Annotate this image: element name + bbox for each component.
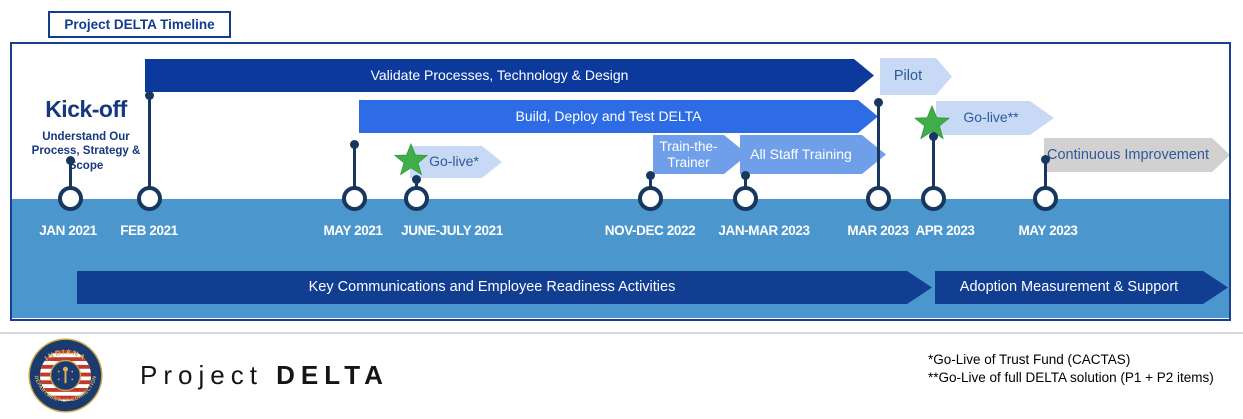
project-name: Project DELTA (140, 360, 389, 391)
footnote-2: **Go-Live of full DELTA solution (P1 + P… (928, 369, 1214, 385)
connector-dot (65, 156, 75, 165)
connector-feb-2021 (147, 95, 151, 192)
connector-dot (740, 171, 750, 180)
bar-adoption-measurement: Adoption Measurement & Support (935, 271, 1228, 304)
connector-dot (411, 175, 421, 184)
kickoff-title: Kick-off (45, 96, 127, 122)
timeline-node-jan-2021 (57, 186, 83, 211)
bar-key-communications: Key Communications and Employee Readines… (77, 271, 932, 304)
timeline-node-feb-2021 (136, 186, 162, 211)
timeline-node-june-july-2021 (403, 186, 429, 211)
bar-validate: Validate Processes, Technology & Design (145, 59, 874, 92)
milestone-jan-mar-2023: JAN-MAR 2023 (718, 223, 810, 238)
connector-dot (928, 132, 938, 141)
footnotes: *Go-Live of Trust Fund (CACTAS) **Go-Liv… (928, 351, 1214, 386)
milestone-feb-2021: FEB 2021 (120, 223, 178, 238)
timeline-node-may-2021 (341, 186, 367, 211)
footer-divider (0, 332, 1243, 334)
connector-may-2023 (1043, 159, 1047, 192)
connector-dot (349, 140, 359, 149)
bar-build: Build, Deploy and Test DELTA (359, 100, 878, 133)
timeline-container: Kick-off Understand Our Process, Strateg… (10, 42, 1231, 321)
bar-train-line2: Trainer (667, 154, 710, 170)
milestone-may-2023: MAY 2023 (1018, 223, 1078, 238)
project-name-bold: DELTA (276, 360, 389, 390)
bar-pilot: Pilot (880, 58, 952, 95)
indiana-doc-seal-logo: INDIANA DEPARTMENT OF CORRECTION (28, 338, 103, 413)
timeline-node-apr-2023 (920, 186, 946, 211)
bar-train-the-trainer: Train-the- Trainer (653, 135, 748, 174)
connector-jan-2021 (68, 160, 72, 192)
connector-apr-2023 (931, 136, 935, 192)
milestone-may-2021: MAY 2021 (323, 223, 383, 238)
connector-may-2021 (352, 144, 356, 192)
connector-dot (1040, 155, 1050, 164)
milestone-nov-dec-2022: NOV-DEC 2022 (604, 223, 696, 238)
timeline-node-jan-mar-2023 (732, 186, 758, 211)
bar-continuous-improvement: Continuous Improvement (1044, 138, 1230, 172)
bar-all-staff-training: All Staff Training (740, 135, 886, 174)
timeline-node-may-2023 (1032, 186, 1058, 211)
golive-star-icon (394, 143, 428, 176)
connector-dot (873, 98, 883, 107)
timeline-node-mar-2023 (865, 186, 891, 211)
golive-star-icon (914, 105, 950, 140)
connector-nov-dec-2022 (648, 174, 652, 192)
torch-emblem (57, 366, 74, 384)
footnote-1: *Go-Live of Trust Fund (CACTAS) (928, 352, 1131, 367)
project-word: Project (140, 360, 263, 390)
milestone-jan-2021: JAN 2021 (39, 223, 97, 238)
milestone-june-july-2021: JUNE-JULY 2021 (401, 223, 503, 238)
slide-title-box: Project DELTA Timeline (48, 11, 231, 38)
kickoff-block: Kick-off Understand Our Process, Strateg… (17, 96, 155, 173)
connector-dot (144, 91, 154, 100)
connector-mar-2023 (876, 102, 880, 192)
connector-dot (645, 171, 655, 180)
bar-golive-2: Go-live** (936, 101, 1054, 135)
milestone-apr-2023: APR 2023 (915, 223, 975, 238)
kickoff-subtitle: Understand Our Process, Strategy & Scope (31, 131, 141, 172)
timeline-node-nov-dec-2022 (637, 186, 663, 211)
milestone-mar-2023: MAR 2023 (847, 223, 909, 238)
bar-golive-1: Go-live* (410, 146, 502, 178)
bar-train-line1: Train-the- (659, 139, 718, 155)
slide-title: Project DELTA Timeline (64, 17, 215, 32)
connector-june-july-2021 (414, 178, 418, 192)
connector-jan-mar-2023 (743, 174, 747, 192)
